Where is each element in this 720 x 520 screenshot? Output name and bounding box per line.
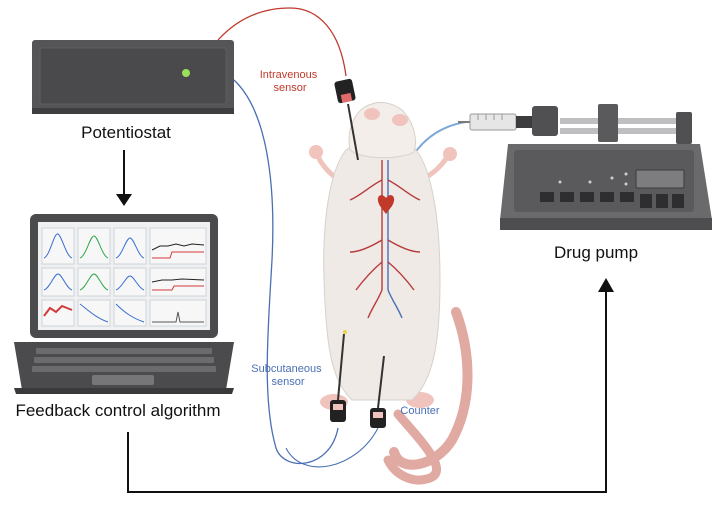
arrowhead-up-icon <box>598 278 614 292</box>
keyboard-keys <box>32 348 216 372</box>
pump-buttons <box>540 192 684 208</box>
arrowhead-down-icon <box>116 194 132 206</box>
vasculature <box>349 160 421 319</box>
laptop-screen-plots <box>41 227 207 327</box>
rat-icon <box>309 101 473 485</box>
pump-display-icon <box>635 169 685 189</box>
intravenous-sensor-icon <box>334 78 359 161</box>
intravenous-label-line1: Intravenous <box>260 69 318 81</box>
counter-wire <box>285 427 379 468</box>
subcutaneous-sensor-label: Subcutaneous sensor <box>251 363 324 388</box>
counter-electrode-icon <box>370 355 386 428</box>
intravenous-wire <box>217 7 347 77</box>
touchpad-icon <box>92 375 154 385</box>
subcutaneous-label-line2: sensor <box>271 376 304 388</box>
syringe-pump-icon <box>458 104 712 230</box>
feedback-algorithm-label: Feedback control algorithm <box>15 401 220 420</box>
counter-label: Counter <box>400 405 439 417</box>
laptop-icon <box>14 214 234 394</box>
drug-pump-label: Drug pump <box>554 243 638 262</box>
heart-icon <box>377 195 395 214</box>
status-led-icon <box>182 69 190 77</box>
intravenous-label-line2: sensor <box>273 82 306 94</box>
subcutaneous-label-line1: Subcutaneous <box>251 363 322 375</box>
potentiostat-label: Potentiostat <box>81 123 171 142</box>
subcutaneous-sensor-icon <box>330 330 347 422</box>
arrow-feedback-to-pump <box>127 290 607 493</box>
intravenous-sensor-label: Intravenous sensor <box>260 69 321 94</box>
potentiostat-icon <box>32 40 234 114</box>
subcutaneous-wire <box>233 79 339 464</box>
